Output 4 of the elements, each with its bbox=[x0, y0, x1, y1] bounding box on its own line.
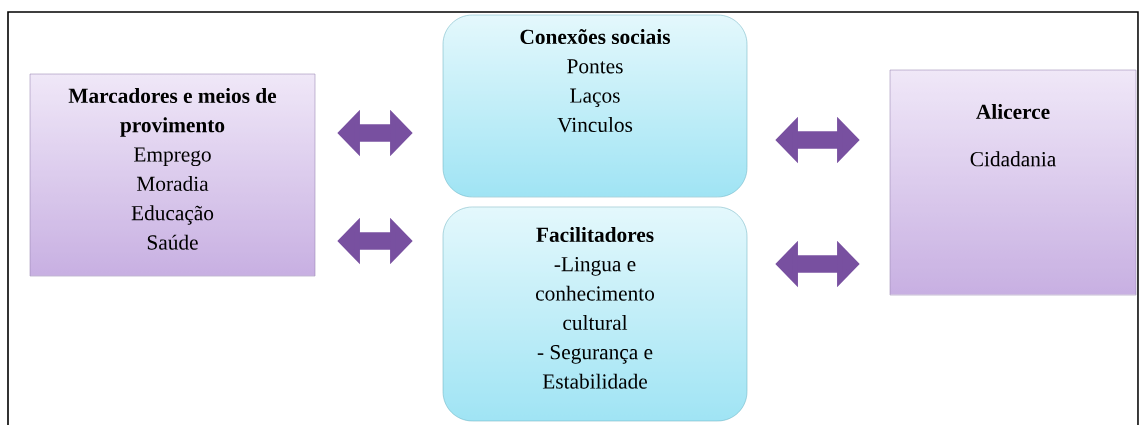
rounded-box: Facilitadores -Lingua e conhecimento cultural - Segurança e Estabilidade bbox=[442, 206, 748, 422]
rounded-box: Conexões sociais Pontes Laços Vinculos bbox=[442, 14, 748, 198]
category-box: Alicerce Cidadania bbox=[889, 69, 1137, 296]
category-box: Marcadores e meios de provimento Emprego Moradia Educação Saúde bbox=[29, 73, 316, 277]
